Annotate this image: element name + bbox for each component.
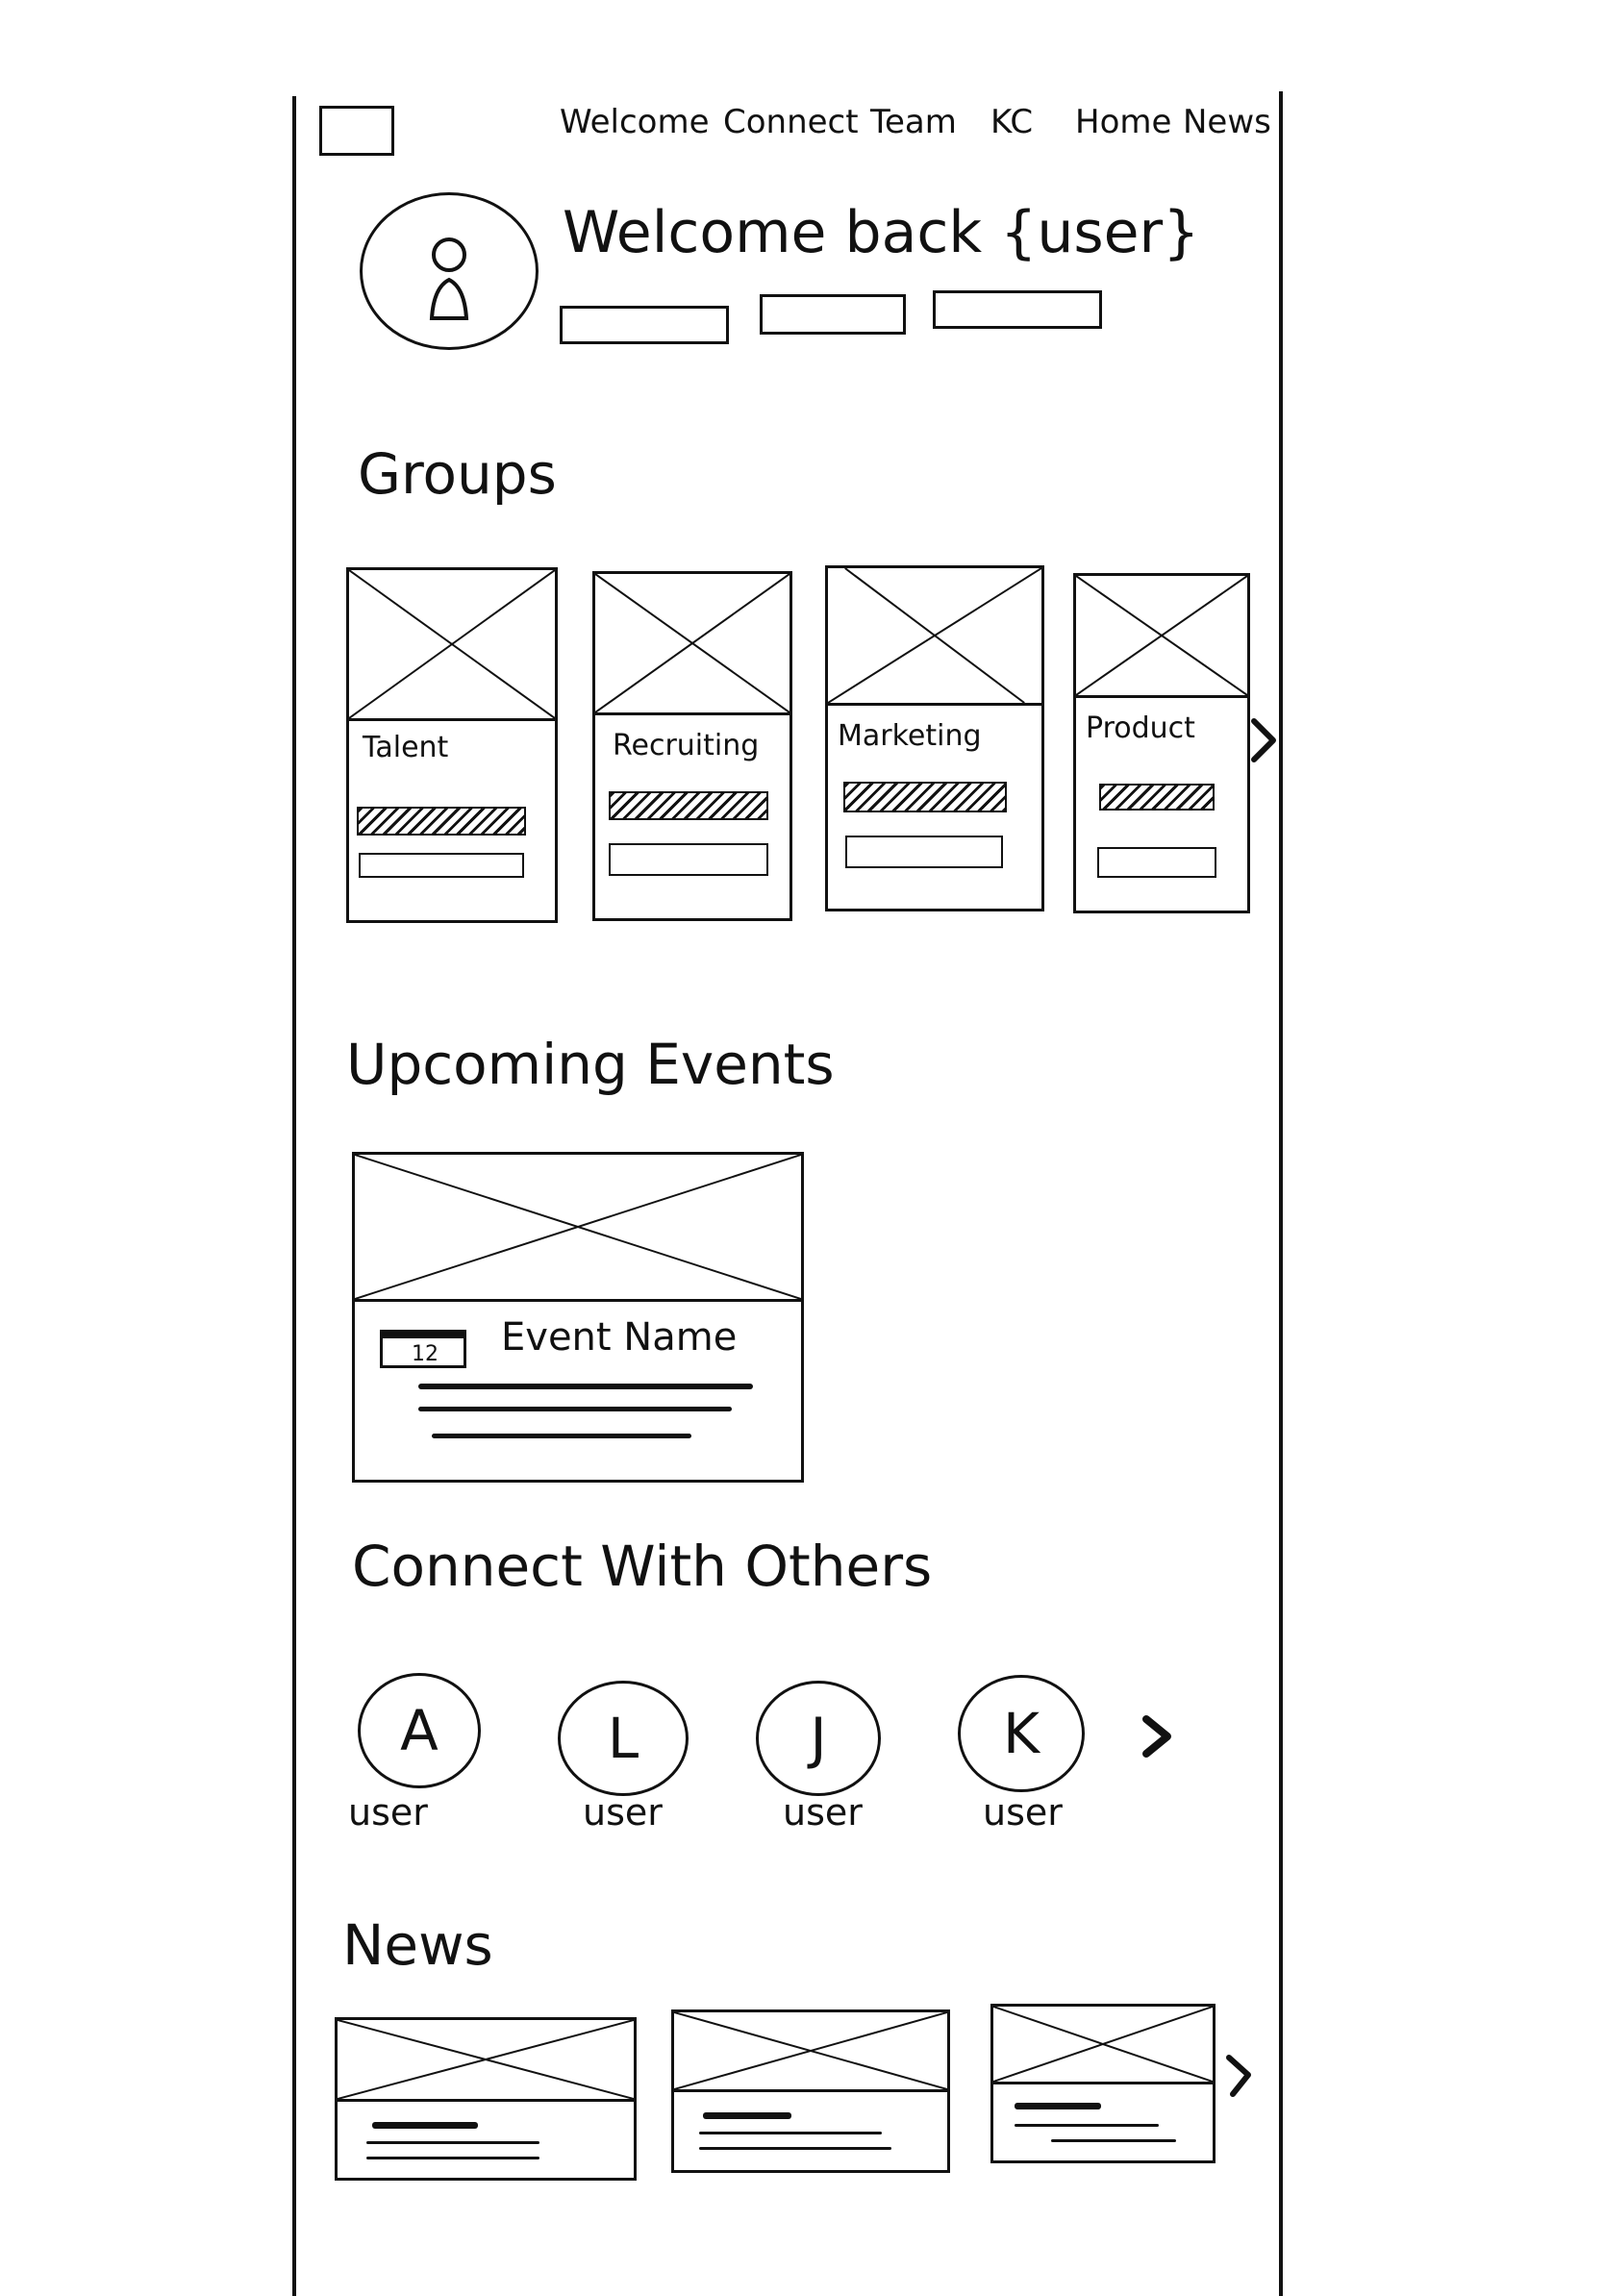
nav-item-home[interactable]: Home bbox=[1075, 103, 1172, 141]
image-placeholder bbox=[1076, 576, 1247, 698]
nav-item-kc[interactable]: KC bbox=[990, 103, 1034, 141]
user-avatar-a[interactable]: A bbox=[358, 1673, 481, 1788]
nav-item-news[interactable]: News bbox=[1183, 103, 1271, 141]
image-placeholder bbox=[674, 2012, 947, 2092]
news-heading: News bbox=[342, 1912, 493, 1978]
group-label: Marketing bbox=[838, 719, 982, 753]
user-name[interactable]: user bbox=[783, 1791, 863, 1834]
profile-action-button-2[interactable] bbox=[760, 294, 906, 335]
group-card[interactable]: Recruiting bbox=[592, 571, 792, 921]
news-text-line bbox=[699, 2147, 891, 2150]
news-text-line bbox=[1051, 2139, 1176, 2142]
group-label: Product bbox=[1086, 711, 1195, 745]
group-label: Recruiting bbox=[613, 729, 760, 762]
events-heading: Upcoming Events bbox=[346, 1032, 835, 1097]
event-date-day: 12 bbox=[412, 1342, 439, 1366]
news-headline-line bbox=[1015, 2103, 1101, 2109]
image-placeholder bbox=[355, 1155, 801, 1302]
groups-heading: Groups bbox=[358, 441, 557, 507]
join-group-button[interactable] bbox=[359, 853, 524, 878]
chevron-right-icon[interactable] bbox=[1248, 715, 1281, 765]
image-placeholder bbox=[993, 2007, 1213, 2084]
event-description-line bbox=[432, 1434, 691, 1438]
avatar[interactable] bbox=[360, 192, 539, 350]
news-text-line bbox=[366, 2157, 539, 2159]
user-avatar-j[interactable]: J bbox=[756, 1681, 881, 1796]
news-headline-line bbox=[703, 2112, 791, 2119]
event-description-line bbox=[418, 1384, 753, 1389]
image-placeholder bbox=[595, 574, 789, 715]
profile-action-button-1[interactable] bbox=[560, 306, 729, 344]
group-card[interactable]: Talent bbox=[346, 567, 558, 923]
group-label: Talent bbox=[363, 731, 449, 764]
user-avatar-l[interactable]: L bbox=[558, 1681, 689, 1796]
image-placeholder bbox=[828, 568, 1041, 706]
event-name: Event Name bbox=[501, 1315, 738, 1360]
group-progress bbox=[357, 807, 526, 836]
chevron-right-icon[interactable] bbox=[1223, 2050, 1256, 2100]
event-card[interactable]: 12 Event Name bbox=[352, 1152, 804, 1483]
event-description-line bbox=[418, 1407, 732, 1411]
user-name[interactable]: user bbox=[348, 1791, 428, 1834]
nav-item-connect[interactable]: Connect bbox=[723, 103, 859, 141]
person-icon bbox=[429, 237, 469, 320]
profile-action-button-3[interactable] bbox=[933, 290, 1102, 329]
menu-box-icon[interactable] bbox=[319, 106, 394, 156]
news-card[interactable] bbox=[671, 2009, 950, 2173]
user-avatar-k[interactable]: K bbox=[958, 1675, 1085, 1792]
chevron-right-icon[interactable] bbox=[1139, 1711, 1177, 1761]
frame-left-line bbox=[292, 96, 296, 2296]
news-card[interactable] bbox=[990, 2004, 1216, 2163]
group-progress bbox=[843, 782, 1007, 812]
user-name[interactable]: user bbox=[583, 1791, 663, 1834]
group-card[interactable]: Marketing bbox=[825, 565, 1044, 911]
join-group-button[interactable] bbox=[1097, 847, 1216, 878]
news-headline-line bbox=[372, 2122, 478, 2129]
nav-item-team[interactable]: Team bbox=[870, 103, 957, 141]
join-group-button[interactable] bbox=[609, 843, 768, 876]
group-progress bbox=[1099, 784, 1215, 811]
calendar-icon: 12 bbox=[380, 1330, 466, 1368]
group-progress bbox=[609, 791, 768, 820]
group-card[interactable]: Product bbox=[1073, 573, 1250, 913]
nav-item-welcome[interactable]: Welcome bbox=[560, 103, 710, 141]
frame-right-line bbox=[1279, 91, 1283, 2296]
image-placeholder bbox=[338, 2020, 634, 2102]
news-text-line bbox=[1015, 2124, 1159, 2127]
welcome-heading: Welcome back {user} bbox=[563, 199, 1200, 266]
news-card[interactable] bbox=[335, 2017, 637, 2181]
connect-heading: Connect With Others bbox=[352, 1534, 933, 1599]
news-text-line bbox=[699, 2132, 882, 2134]
image-placeholder bbox=[349, 570, 555, 721]
join-group-button[interactable] bbox=[845, 836, 1003, 868]
user-name[interactable]: user bbox=[983, 1791, 1063, 1834]
news-text-line bbox=[366, 2141, 539, 2144]
